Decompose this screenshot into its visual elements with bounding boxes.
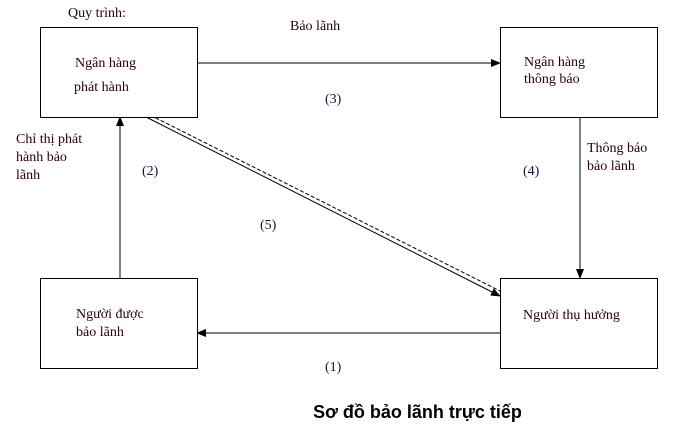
node-advising-bank [500,27,658,118]
step-4: (4) [523,164,540,179]
issuing-bank-line2: phát hành [74,80,129,95]
guarantee-label: Bảo lãnh [290,19,341,34]
applicant-line2: bảo lãnh [76,325,124,340]
step-1: (1) [325,360,342,375]
issuing-bank-line1: Ngân hàng [75,56,137,71]
advising-bank-line2: thông báo [524,72,580,87]
step-3: (3) [325,92,342,107]
beneficiary-label: Người thụ hưởng [523,308,620,323]
node-issuing-bank [40,27,198,118]
step-2: (2) [142,164,159,179]
notify-line2: bảo lãnh [587,159,635,174]
node-beneficiary [500,278,658,369]
step-5: (5) [260,218,277,233]
notify-line1: Thông báo [587,141,648,156]
instruction-line1: Chỉ thị phát [16,132,83,147]
arrow-direct [145,116,501,297]
process-label: Quy trình: [68,6,126,21]
instruction-line2: hành bảo [16,150,67,165]
arrow-direct-dashed [149,114,501,292]
advising-bank-line1: Ngân hàng [524,55,586,70]
node-applicant [40,278,198,369]
instruction-line3: lãnh [16,168,41,183]
applicant-line1: Người được [76,307,144,322]
diagram-caption: Sơ đồ bảo lãnh trực tiếp [313,402,522,422]
